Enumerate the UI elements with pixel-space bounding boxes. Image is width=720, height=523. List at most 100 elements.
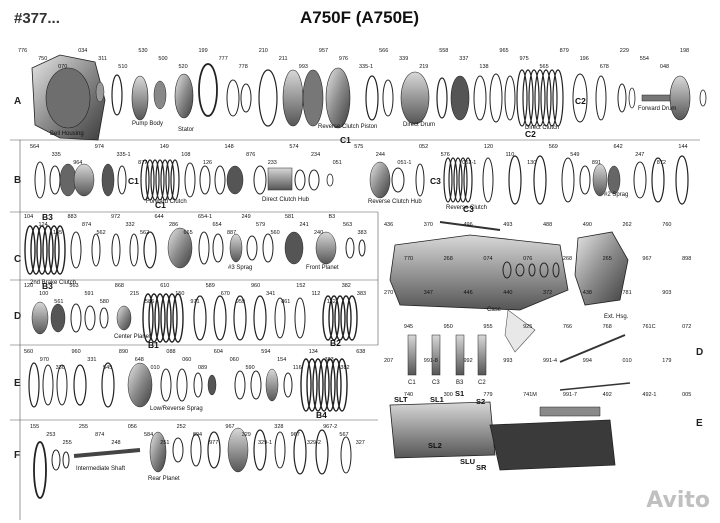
part-number-a: 778 [239,64,248,70]
part-number-e: 089 [198,365,207,371]
part-number-c: 972 [111,214,120,220]
row-label-a: A [14,96,22,107]
extension-housing [574,231,629,306]
oil-pan [489,419,616,471]
part-number-e: 330 [56,365,65,371]
part-number-b: 148 [225,144,234,150]
part-number-d: 959 [236,299,245,305]
part-number-b: 144 [678,144,687,150]
part-numbers-row-e: 5609703309603315458906480100880600896040… [24,349,365,371]
part-number-f: 251 [160,440,169,446]
row-a-parts [31,54,707,141]
part-number-right: 262 [623,222,632,228]
part-number-right: 950 [444,324,453,330]
part-number-a: 510 [118,64,127,70]
part-number-a: 976 [339,56,348,62]
stator [174,73,194,119]
label-b3: B3 [42,212,53,222]
b2-brake-pack [322,295,358,341]
part-number-b: 642 [614,144,623,150]
forward-clutch-pack [140,159,180,201]
part-number-a: 565 [540,64,549,70]
part-number-d: 586 [145,299,154,305]
part-number-c: 644 [155,214,164,220]
part-number-c: 249 [242,214,251,220]
solenoid-slt: SLT [394,395,408,404]
part-number-a: 777 [219,56,228,62]
part-number-right: 945 [404,324,413,330]
part-number-f: 328 [274,424,283,430]
part-number-b: 130 [527,160,536,166]
part-number-right: 493 [503,222,512,228]
part-number-b: 051-1 [397,160,411,166]
label-c3: C3 [430,176,441,186]
part-number-b: 574 [289,144,298,150]
part-number-b: 234 [311,152,320,158]
label-c1-b: C1 [155,200,166,210]
name-intermediate-shaft: Intermediate Shaft [76,466,125,472]
part-number-right: 898 [682,256,691,262]
part-number-right: 010 [623,358,632,364]
part-number-f: 329-2 [307,440,321,446]
valve-b3: B3 [456,380,464,386]
part-number-right: 265 [603,256,612,262]
label-b1: B1 [148,340,159,350]
part-number-a: 198 [680,48,689,54]
part-number-d: 120 [24,283,33,289]
row-d-parts [31,293,358,343]
part-number-b: 891 [592,160,601,166]
part-number-d: 868 [115,283,124,289]
part-number-b: 149 [160,144,169,150]
center-planet [116,305,132,331]
part-number-f: 248 [111,440,120,446]
part-number-a: 993 [299,64,308,70]
intermediate-shaft [73,448,141,458]
part-number-d: 591 [85,291,94,297]
part-number-right: 991-4 [543,358,557,364]
section-labels: C1 C2 C2 C1 C1 C3 C3 B3 B3 B1 B2 B4 [42,96,586,420]
valve-body [389,401,496,459]
part-number-f: 874 [95,432,104,438]
part-numbers-row-c: 104124145883874562972332562644286665654-… [24,214,367,236]
part-number-a: 750 [38,56,47,62]
part-number-f: 255 [63,440,72,446]
part-number-b: 120 [484,144,493,150]
part-number-d: 382 [342,283,351,289]
part-number-a: 335-1 [359,64,373,70]
part-number-right: 372 [543,290,552,296]
part-number-a: 554 [640,56,649,62]
part-number-b: 233 [268,160,277,166]
part-number-right: 492 [603,392,612,398]
part-number-d: 580 [100,299,109,305]
part-number-right: 300 [444,392,453,398]
name-direct-clutch-hub: Direct Clutch Hub [262,197,310,203]
part-number-f: 252 [177,424,186,430]
part-number-right: 925 [523,324,532,330]
part-number-right: 446 [464,290,473,296]
part-number-c: 145 [53,230,62,236]
part-number-e: 088 [166,349,175,355]
part-number-c: 887 [227,230,236,236]
name-stator: Stator [178,127,194,133]
part-number-e: 382 [340,365,349,371]
diagram-title: A750F (A750E) [300,8,420,27]
part-number-c: 332 [126,222,135,228]
part-number-f: 155 [30,424,39,430]
part-number-a: 219 [419,64,428,70]
part-number-d: 670 [221,291,230,297]
reverse-clutch-pack [443,157,473,203]
part-number-f: 056 [128,424,137,430]
name-reverse-clutch: Reverse Clutch [446,205,487,211]
row-e-parts [28,358,348,412]
part-number-b: 244 [376,152,385,158]
label-c1-sub: C1 [128,176,139,186]
solenoid-slu: SLU [460,457,475,466]
label-c1: C1 [340,135,351,145]
part-number-e: 960 [72,349,81,355]
part-number-e: 060 [182,357,191,363]
part-number-e: 638 [356,349,365,355]
part-number-e: 010 [151,365,160,371]
part-number-b: 110 [506,152,515,158]
